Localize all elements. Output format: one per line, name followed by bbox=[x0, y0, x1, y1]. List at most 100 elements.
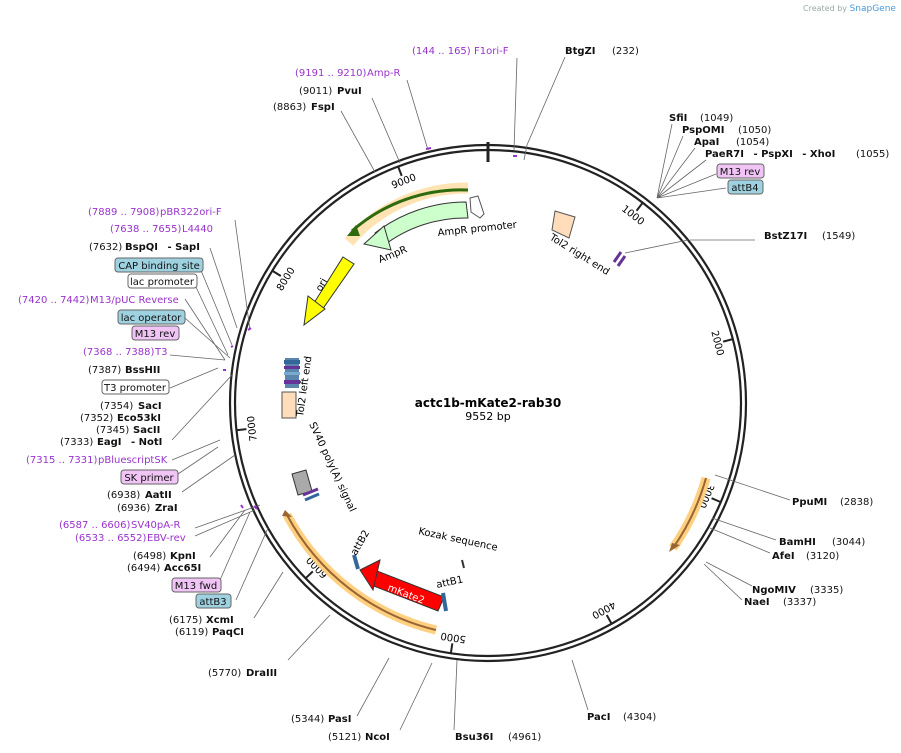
box-m13-fwd[interactable] bbox=[171, 577, 222, 593]
feature-sv40pa-r[interactable]: SV40pA-R bbox=[131, 520, 180, 531]
box-attb3-label: attB3 bbox=[199, 597, 226, 608]
site-bspqi[interactable]: BspQI - SapI bbox=[125, 242, 200, 253]
tick-label-7000: 7000 bbox=[246, 415, 260, 441]
site-saci-pos: (7354) bbox=[100, 401, 133, 412]
feature-l4440[interactable]: L4440 bbox=[182, 224, 213, 235]
site-btgzi[interactable]: BtgZI bbox=[565, 46, 596, 57]
site-bstz17i-pos: (1549) bbox=[822, 231, 855, 242]
ampr-highlight-arrowhead bbox=[347, 225, 360, 236]
site-bspqi-pos: (7632) bbox=[89, 242, 122, 253]
feature-f1ori-f[interactable]: F1ori-F bbox=[474, 46, 509, 57]
site-bamhi-pos: (3044) bbox=[832, 537, 865, 548]
credit-text: Created by SnapGene bbox=[803, 4, 896, 14]
tick-label-4000: 4000 bbox=[590, 598, 618, 620]
attb1-mark bbox=[441, 592, 448, 612]
tick-7000 bbox=[236, 428, 247, 432]
feature-t3[interactable]: T3 bbox=[154, 347, 167, 358]
tick-1000 bbox=[635, 202, 644, 212]
site-xcmi[interactable]: XcmI bbox=[206, 615, 234, 626]
feature-pbluescript-range: (7315 .. 7331) bbox=[26, 455, 98, 466]
tick-label-9000: 9000 bbox=[390, 172, 418, 191]
site-apai[interactable]: ApaI bbox=[694, 137, 719, 148]
site-fspi[interactable]: FspI bbox=[311, 102, 335, 113]
site-sacii[interactable]: SacII bbox=[133, 425, 160, 436]
ampr-promoter-label: AmpR promoter bbox=[437, 220, 518, 239]
feature-ebv-rev[interactable]: EBV-rev bbox=[147, 533, 186, 544]
site-sacii-pos: (7345) bbox=[96, 425, 129, 436]
site-paqci[interactable]: PaqCI bbox=[212, 627, 244, 638]
feature-t3-range: (7368 .. 7388) bbox=[83, 347, 155, 358]
site-zrai[interactable]: ZraI bbox=[155, 503, 178, 514]
site-ppumi-pos: (2838) bbox=[840, 497, 873, 508]
site-bstz17i[interactable]: BstZ17I bbox=[764, 231, 807, 242]
feature-m13-puc-reverse[interactable]: M13/pUC Reverse bbox=[90, 295, 179, 306]
site-ppumi[interactable]: PpuMI bbox=[792, 497, 827, 508]
site-sfii[interactable]: SfiI bbox=[669, 113, 687, 124]
site-eco53ki[interactable]: Eco53kI bbox=[117, 413, 161, 424]
box-m13-rev-right[interactable] bbox=[716, 163, 765, 179]
site-paer7i[interactable]: PaeR7I - PspXI - XhoI bbox=[705, 149, 835, 160]
site-bamhi[interactable]: BamHI bbox=[779, 537, 816, 548]
site-eco53ki-pos: (7352) bbox=[80, 413, 113, 424]
box-m13-rev-left[interactable] bbox=[131, 325, 180, 341]
ampr-feature[interactable] bbox=[374, 201, 469, 247]
site-pvui[interactable]: PvuI bbox=[337, 86, 362, 97]
box-lac-operator-label: lac operator bbox=[121, 313, 182, 324]
tick-5000 bbox=[449, 643, 454, 654]
site-kpni[interactable]: KpnI bbox=[170, 551, 196, 562]
site-pasi[interactable]: PasI bbox=[328, 714, 351, 725]
sv40-label: SV40 poly(A) signal bbox=[306, 421, 357, 514]
site-fspi-pos: (8863) bbox=[273, 102, 306, 113]
leader-lines bbox=[169, 56, 791, 731]
tol2-right-end-feature[interactable] bbox=[551, 210, 576, 239]
feature-m13puc-range: (7420 .. 7442) bbox=[18, 295, 90, 306]
site-ncoi-pos: (5121) bbox=[328, 732, 361, 743]
feature-pbluescriptsk[interactable]: pBluescriptSK bbox=[98, 455, 168, 466]
site-bsu36i[interactable]: Bsu36I bbox=[455, 732, 493, 743]
site-ncoi[interactable]: NcoI bbox=[365, 732, 390, 743]
feature-sv40pa-range: (6587 .. 6606) bbox=[59, 520, 131, 531]
site-paqci-pos: (6119) bbox=[175, 627, 208, 638]
box-t3-promoter[interactable] bbox=[101, 379, 170, 395]
site-draiii[interactable]: DraIII bbox=[246, 668, 277, 679]
site-aatii[interactable]: AatII bbox=[145, 490, 172, 501]
box-lac-operator[interactable] bbox=[117, 309, 186, 325]
box-lac-promoter-label: lac promoter bbox=[130, 277, 195, 288]
box-attb4[interactable] bbox=[727, 179, 764, 195]
feature-ampr-range: (9191 .. 9210) bbox=[295, 68, 367, 79]
box-attb3[interactable] bbox=[195, 593, 232, 609]
site-acc65i[interactable]: Acc65I bbox=[164, 563, 201, 574]
tick-9000 bbox=[397, 166, 403, 177]
feature-pbr322ori-f[interactable]: pBR322ori-F bbox=[160, 207, 222, 218]
tick-8000 bbox=[271, 269, 282, 277]
ori-arrowhead bbox=[303, 295, 326, 327]
site-apai-pos: (1054) bbox=[736, 137, 769, 148]
site-bsshii[interactable]: BssHII bbox=[125, 365, 160, 376]
box-cap-binding-site-label: CAP binding site bbox=[118, 261, 200, 272]
tol2-right-label: Tol2 right end bbox=[547, 232, 612, 278]
site-naei[interactable]: NaeI bbox=[744, 597, 770, 608]
site-afei[interactable]: AfeI bbox=[772, 551, 795, 562]
site-xcmi-pos: (6175) bbox=[169, 615, 202, 626]
site-pvui-pos: (9011) bbox=[299, 86, 332, 97]
site-aatii-pos: (6938) bbox=[107, 490, 140, 501]
attb2-label: attB2 bbox=[349, 528, 372, 557]
box-cap-binding-site[interactable] bbox=[114, 257, 204, 273]
site-paci[interactable]: PacI bbox=[587, 712, 610, 723]
plasmid-length: 9552 bp bbox=[465, 410, 510, 423]
site-saci[interactable]: SacI bbox=[138, 401, 162, 412]
tick-2000 bbox=[722, 338, 734, 343]
feature-amp-r[interactable]: Amp-R bbox=[367, 68, 401, 79]
box-lac-promoter[interactable] bbox=[127, 273, 198, 289]
attb1-label: attB1 bbox=[435, 575, 464, 591]
site-eagi[interactable]: EagI - NotI bbox=[97, 437, 162, 448]
box-m13-rev-right-label: M13 rev bbox=[720, 167, 761, 178]
site-ngomiv[interactable]: NgoMIV bbox=[752, 585, 796, 596]
site-pspomi[interactable]: PspOMI bbox=[682, 125, 724, 136]
ampr-highlight-arrow[interactable] bbox=[351, 188, 469, 233]
box-sk-primer[interactable] bbox=[120, 469, 179, 485]
site-bsshii-pos: (7387) bbox=[88, 365, 121, 376]
tol2-left-end-feature[interactable] bbox=[281, 391, 297, 419]
tick-6000 bbox=[304, 570, 314, 580]
